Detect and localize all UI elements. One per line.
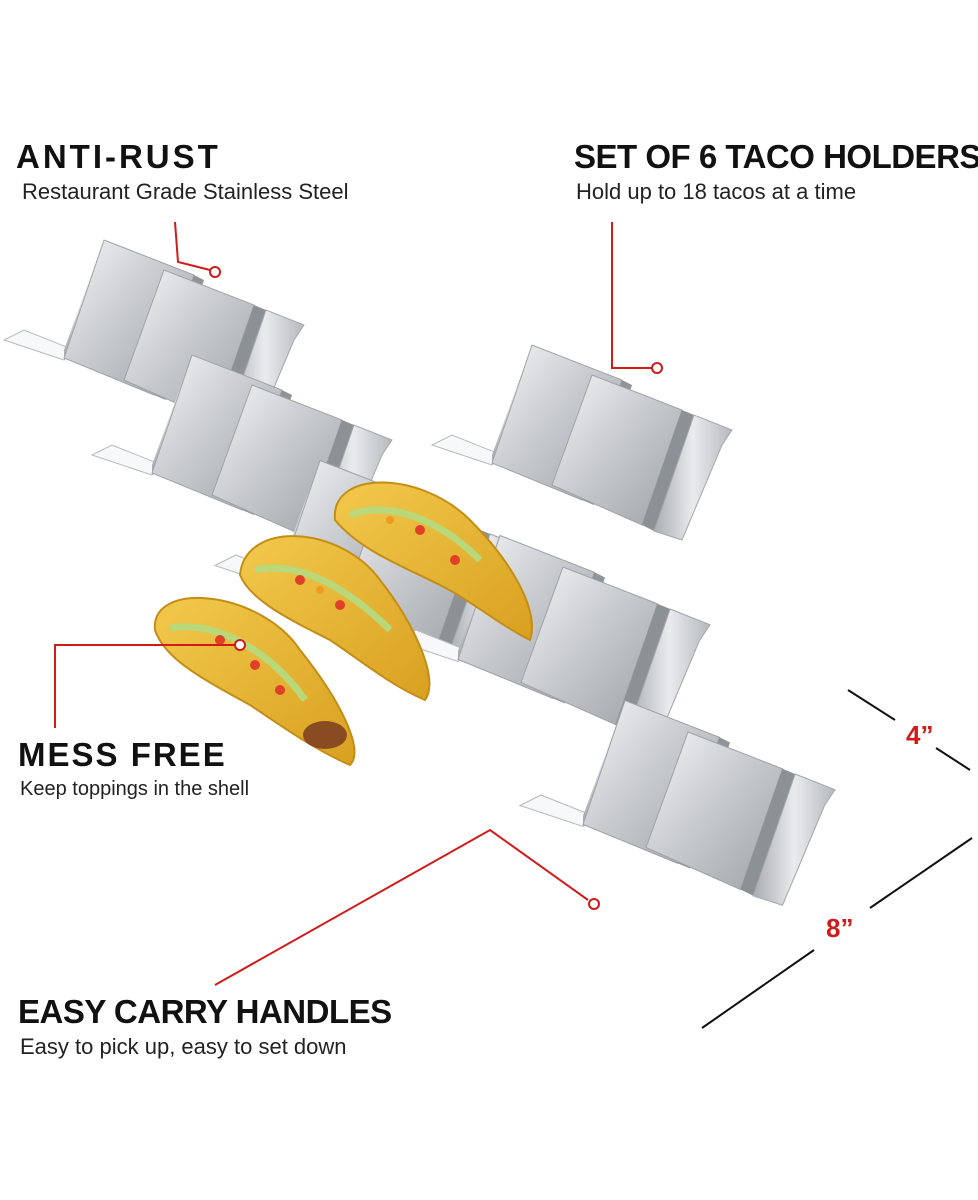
callout-mess-free bbox=[54, 639, 246, 728]
callout-set-of-6 bbox=[611, 222, 663, 374]
feature-subtitle: Keep toppings in the shell bbox=[20, 778, 250, 800]
callout-easy-carry bbox=[214, 828, 600, 986]
dimension-length-label: 8” bbox=[826, 913, 854, 943]
feature-subtitle: Easy to pick up, easy to set down bbox=[20, 1034, 347, 1059]
taco-1 bbox=[333, 481, 533, 642]
callout-anti-rust bbox=[174, 221, 221, 278]
taco-holder-4 bbox=[431, 344, 733, 541]
taco-holder-6 bbox=[519, 699, 836, 906]
feature-anti-rust: ANTI-RUST Restaurant Grade Stainless Ste… bbox=[16, 140, 349, 203]
dimension-lines bbox=[701, 689, 973, 1029]
feature-subtitle: Hold up to 18 tacos at a time bbox=[576, 179, 857, 204]
feature-title: ANTI-RUST bbox=[16, 138, 221, 175]
feature-set-of-6: SET OF 6 TACO HOLDERS Hold up to 18 taco… bbox=[574, 140, 978, 203]
feature-easy-carry: EASY CARRY HANDLES Easy to pick up, easy… bbox=[18, 995, 392, 1058]
feature-title: SET OF 6 TACO HOLDERS bbox=[574, 138, 978, 175]
feature-title: MESS FREE bbox=[18, 736, 227, 773]
feature-title: EASY CARRY HANDLES bbox=[18, 993, 392, 1030]
dimension-depth-label: 4” bbox=[906, 720, 934, 750]
taco-2 bbox=[238, 535, 431, 702]
feature-mess-free: MESS FREE Keep toppings in the shell bbox=[18, 738, 249, 799]
taco-3 bbox=[153, 596, 356, 767]
feature-subtitle: Restaurant Grade Stainless Steel bbox=[22, 179, 349, 204]
